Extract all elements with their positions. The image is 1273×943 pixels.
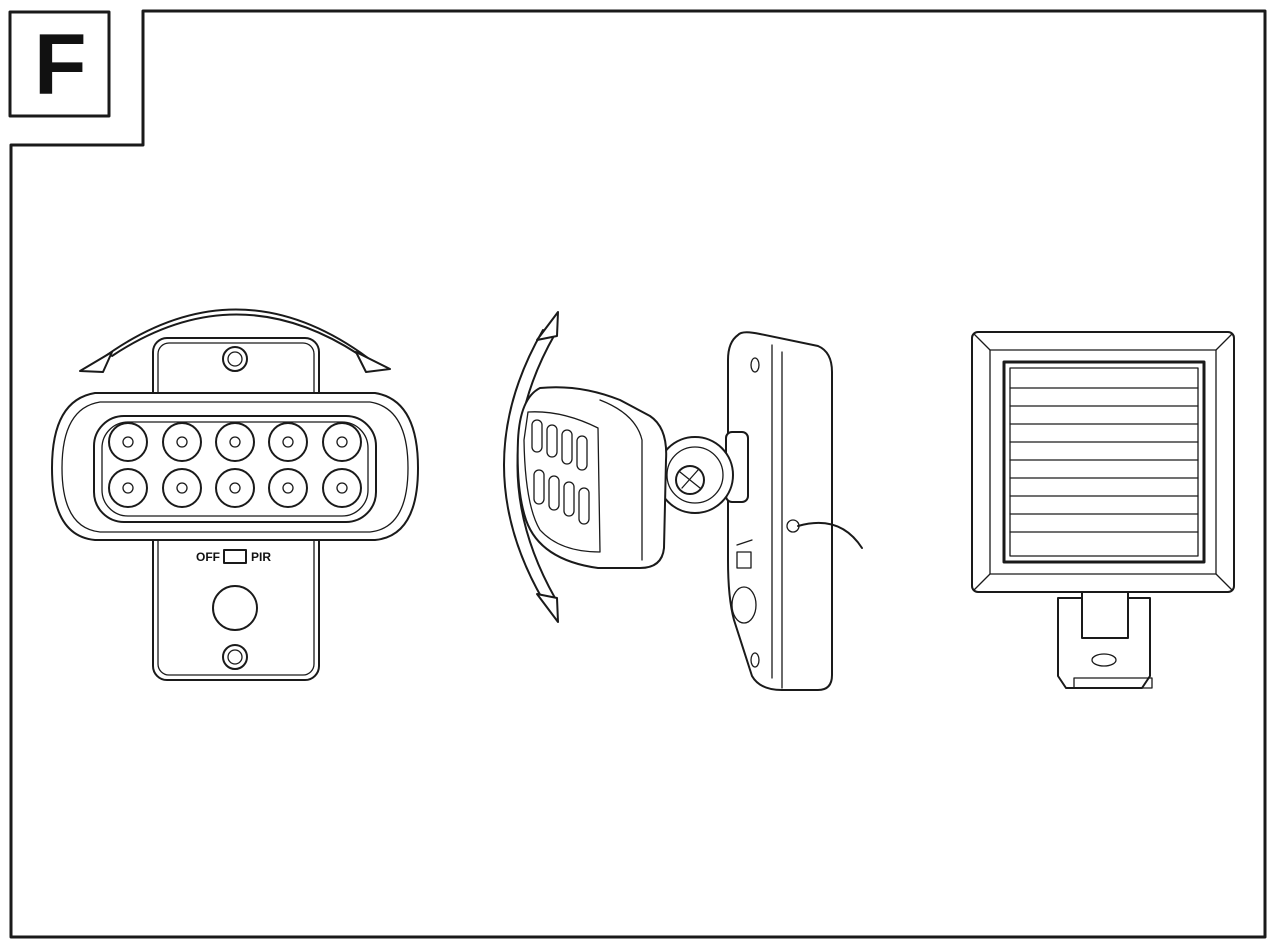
- curved-double-arrow-horizontal-icon: [79, 308, 391, 373]
- figure-label: F: [34, 17, 87, 113]
- floodlight-side-view: [503, 311, 863, 691]
- led-icon: [322, 468, 362, 508]
- pir-sensor-icon: [212, 585, 258, 631]
- solar-panel-view: [971, 331, 1235, 689]
- floodlight-front-view: OFF PIR: [51, 308, 419, 681]
- screw-icon: [222, 346, 248, 372]
- outer-frame: [9, 9, 1267, 939]
- label-box: [8, 10, 111, 118]
- led-icon: [322, 422, 362, 462]
- screw-icon: [222, 644, 248, 670]
- curved-double-arrow-vertical-icon: [503, 311, 559, 623]
- led-icon: [162, 422, 202, 462]
- led-icon: [268, 422, 308, 462]
- mode-switch: OFF PIR: [196, 549, 271, 564]
- led-icon: [215, 422, 255, 462]
- led-icon: [162, 468, 202, 508]
- led-icon: [108, 468, 148, 508]
- switch-off-label: OFF: [196, 550, 220, 564]
- led-icon: [268, 468, 308, 508]
- led-icon: [215, 468, 255, 508]
- switch-pir-label: PIR: [251, 550, 271, 564]
- led-icon: [108, 422, 148, 462]
